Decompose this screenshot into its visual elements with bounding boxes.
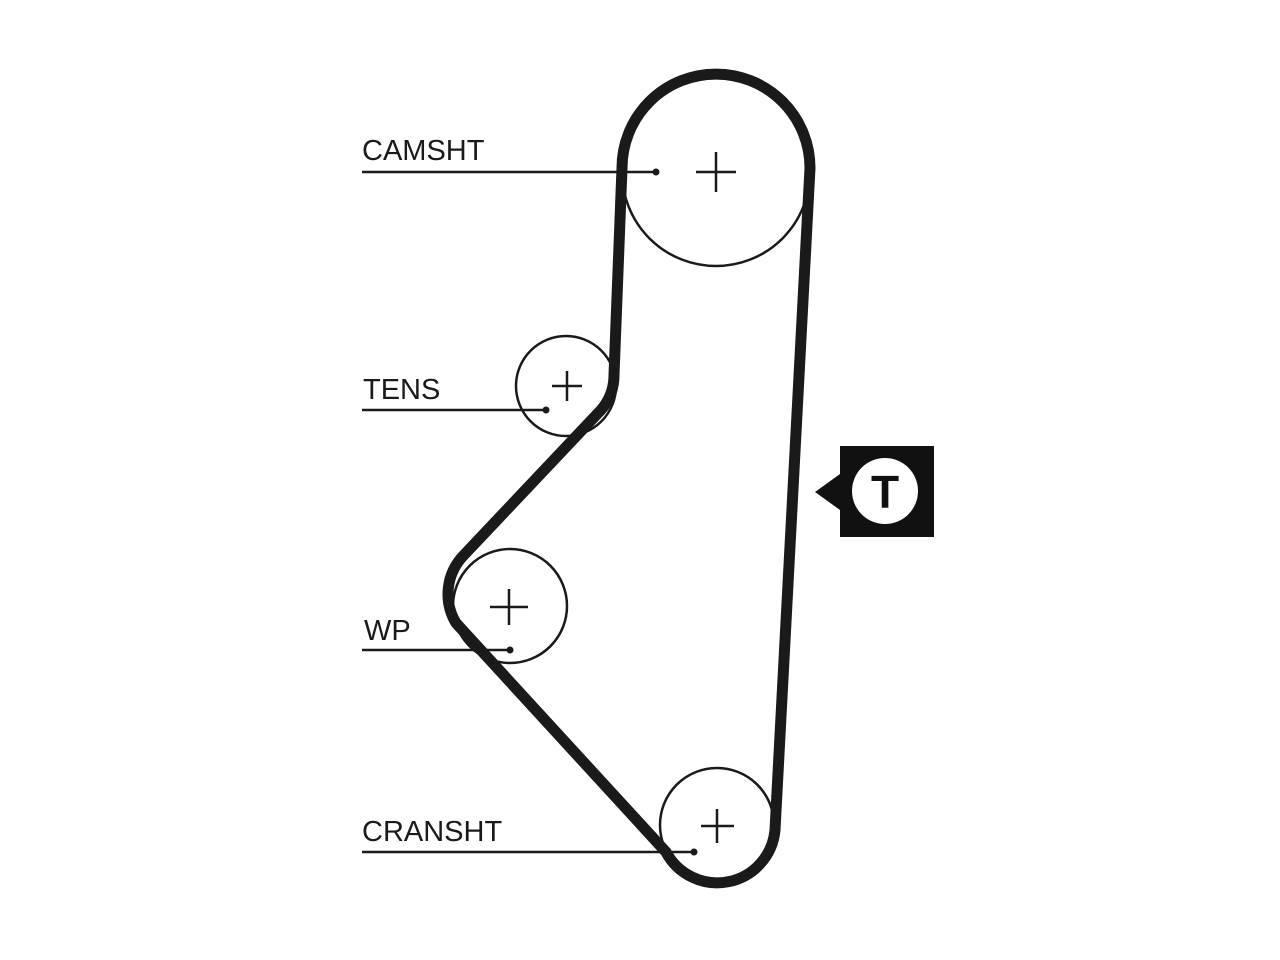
badge-circle: [852, 458, 918, 524]
tensioner-badge: [815, 446, 934, 537]
badge-letter: T: [870, 466, 900, 518]
camshaft-label: CAMSHT: [362, 135, 485, 167]
camshaft-center-cross: [696, 152, 736, 192]
tensioner-center-cross: [552, 371, 582, 401]
crankshaft-center-cross: [701, 809, 734, 843]
water-pump-leader-dot: [506, 646, 514, 654]
tensioner-label: TENS: [363, 374, 441, 406]
water-pump-center-cross: [490, 589, 528, 625]
camshaft-leader-dot: [652, 168, 660, 176]
tensioner-leader-dot: [542, 406, 550, 414]
crankshaft-leader-dot: [690, 848, 698, 856]
water-pump-label: WP: [364, 615, 411, 647]
timing-belt: [442, 68, 816, 889]
crankshaft-label: CRANSHT: [362, 816, 503, 848]
